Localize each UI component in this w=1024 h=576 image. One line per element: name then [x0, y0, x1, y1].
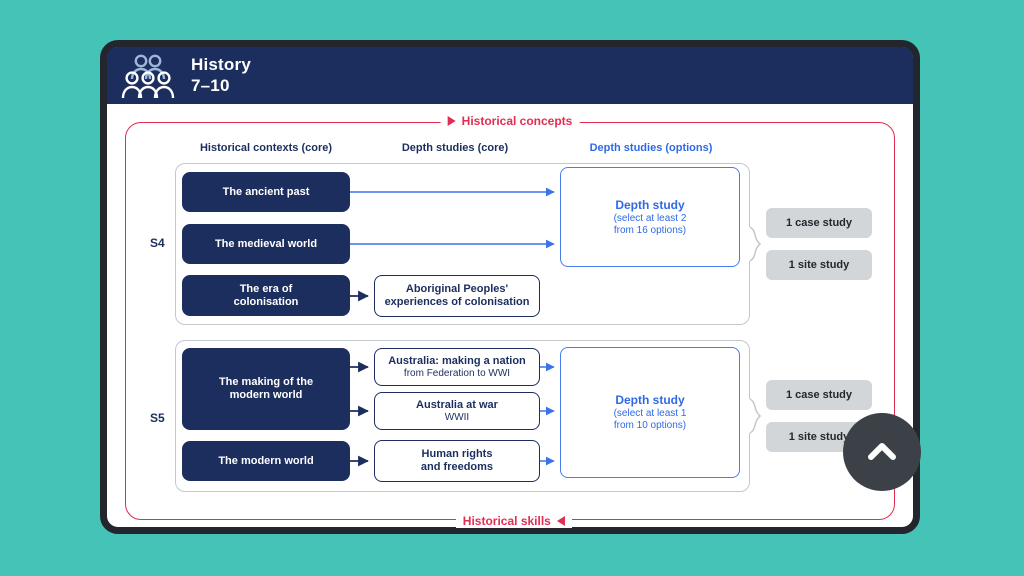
case-study-badge-s5: 1 case study: [766, 380, 872, 410]
site-study-badge-s4: 1 site study: [766, 250, 872, 280]
scroll-to-top-button[interactable]: [843, 413, 921, 491]
core-depth-subtitle: experiences of colonisation: [384, 296, 530, 308]
people-group-icon: [121, 54, 175, 99]
context-box-making-modern-world: The making of the modern world: [182, 348, 350, 430]
arrow-right-icon: [447, 116, 456, 126]
depth-study-title: Depth study: [615, 393, 685, 407]
historical-skills-text: Historical skills: [462, 514, 551, 528]
column-header-contexts: Historical contexts (core): [199, 142, 333, 154]
depth-study-note-1: (select at least 1: [613, 408, 687, 419]
context-box-medieval-world: The medieval world: [182, 224, 350, 264]
column-header-depth-options: Depth studies (options): [589, 142, 713, 154]
card-inner: History 7–10 Historical concepts Histori…: [107, 47, 913, 528]
case-study-badge-s4: 1 case study: [766, 208, 872, 238]
depth-study-options-box-s4: Depth study (select at least 2 from 16 o…: [560, 167, 740, 267]
depth-study-note-2: from 16 options): [613, 224, 687, 236]
depth-study-title: Depth study: [615, 197, 685, 212]
core-depth-box-australia-at-war: Australia at war WWII: [374, 392, 540, 430]
historical-concepts-label: Historical concepts: [440, 114, 580, 128]
context-box-modern-world: The modern world: [182, 441, 350, 481]
column-header-depth-core: Depth studies (core): [401, 142, 509, 154]
core-depth-box-aboriginal-experiences: Aboriginal Peoples' experiences of colon…: [374, 275, 540, 317]
stage-4-label: S4: [150, 236, 165, 250]
depth-study-note-2: from 10 options): [613, 420, 687, 431]
depth-study-note-1: (select at least 2: [613, 212, 687, 224]
title-line-1: History: [191, 55, 251, 74]
context-box-ancient-past: The ancient past: [182, 172, 350, 212]
core-depth-title: Aboriginal Peoples': [405, 283, 509, 295]
core-depth-title: Australia: making a nation: [388, 354, 526, 367]
depth-study-options-box-s5: Depth study (select at least 1 from 10 o…: [560, 347, 740, 478]
core-depth-subtitle: from Federation to WWI: [403, 367, 511, 379]
stage-5-label: S5: [150, 411, 165, 425]
core-depth-title: Human rights and freedoms: [420, 448, 494, 473]
page-title: History 7–10: [191, 54, 251, 96]
chevron-up-icon: [868, 443, 896, 460]
history-course-card: History 7–10 Historical concepts Histori…: [100, 40, 920, 534]
card-header: History 7–10: [107, 47, 913, 104]
historical-concepts-text: Historical concepts: [461, 114, 573, 128]
core-depth-title: Australia at war: [416, 398, 498, 411]
core-depth-subtitle: WWII: [444, 411, 470, 423]
context-box-era-colonisation: The era of colonisation: [182, 275, 350, 316]
core-depth-box-making-nation: Australia: making a nation from Federati…: [374, 348, 540, 386]
historical-skills-label: Historical skills: [455, 514, 572, 528]
title-line-2: 7–10: [191, 76, 230, 95]
concepts-skills-frame: Historical concepts Historical skills: [125, 114, 895, 528]
arrow-left-icon: [556, 516, 565, 526]
core-depth-box-human-rights: Human rights and freedoms: [374, 440, 540, 482]
